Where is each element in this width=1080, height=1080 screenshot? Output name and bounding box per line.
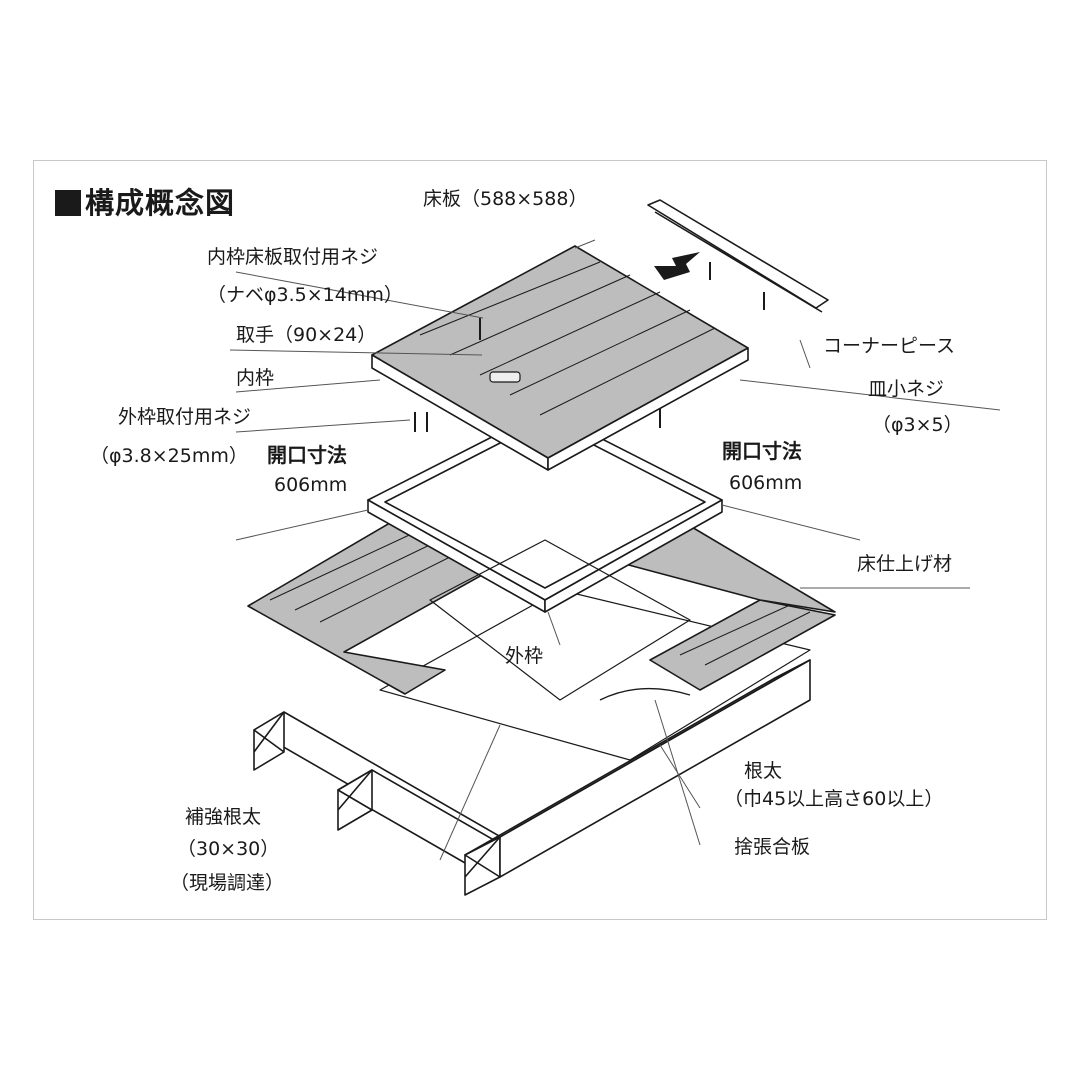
outer-frame: [367, 409, 723, 701]
label-inner-screw-name: 内枠床板取付用ネジ: [207, 246, 379, 268]
label-opening-right-title: 開口寸法: [722, 439, 802, 463]
label-opening-left-title: 開口寸法: [267, 443, 347, 467]
label-opening-right-value: 606mm: [729, 472, 803, 494]
label-inner-frame: 内枠: [236, 367, 275, 389]
label-reinforce-size: （30×30）: [177, 838, 280, 860]
label-joist-spec: （巾45以上高さ60以上）: [724, 788, 944, 810]
handle-icon: [489, 371, 521, 383]
label-reinforce-joist: 補強根太: [185, 806, 262, 828]
corner-piece: [647, 199, 829, 313]
label-outer-screw-spec: （φ3.8×25mm）: [90, 445, 248, 467]
label-floor-board: 床板（588×588）: [423, 188, 588, 210]
arrow-icon: [654, 252, 700, 280]
label-opening-left-value: 606mm: [274, 474, 348, 496]
label-subfloor-plywood: 捨張合板: [734, 836, 811, 858]
label-countersunk-spec: （φ3×5）: [872, 414, 963, 436]
square-icon: [55, 190, 81, 216]
label-joist: 根太: [744, 760, 783, 782]
label-inner-screw-spec: （ナベφ3.5×14mm）: [207, 284, 403, 306]
label-reinforce-note: （現場調達）: [170, 872, 285, 894]
label-outer-screw-name: 外枠取付用ネジ: [118, 406, 252, 428]
label-corner-piece: コーナーピース: [823, 335, 956, 357]
label-handle: 取手（90×24）: [236, 324, 377, 346]
label-outer-frame: 外枠: [505, 645, 544, 667]
floor-board: [371, 245, 749, 471]
label-floor-finish: 床仕上げ材: [857, 553, 953, 575]
page-title: 構成概念図: [55, 180, 235, 222]
screws: [414, 262, 765, 432]
joist-main: [464, 659, 811, 896]
label-countersunk-screw: 皿小ネジ: [868, 378, 945, 400]
leader-lines: [229, 239, 1001, 861]
